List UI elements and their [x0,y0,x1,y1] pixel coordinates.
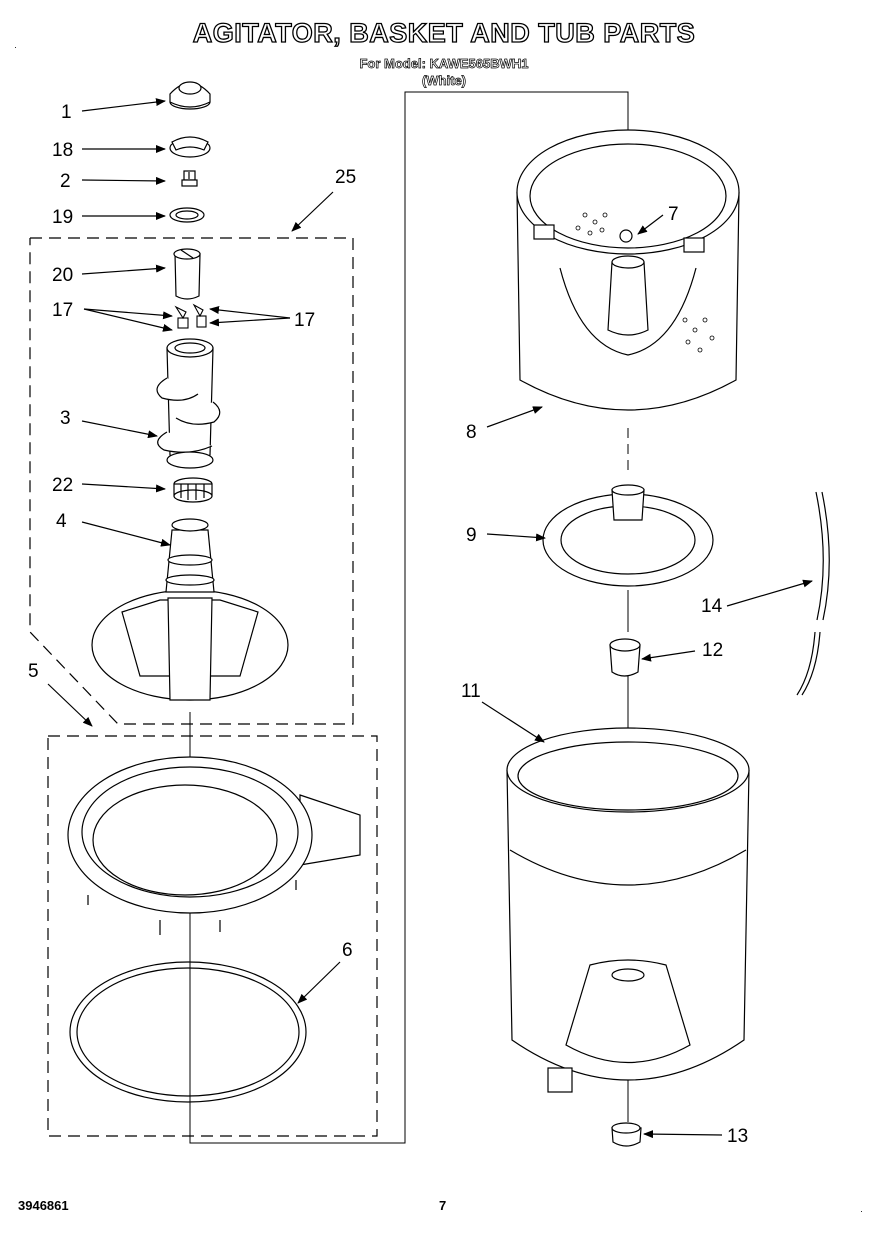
cap-retainer [169,136,211,158]
callout-19: 19 [52,207,73,228]
callout-3: 3 [60,408,71,429]
callout-4: 4 [56,511,67,532]
agitator-auger [156,338,221,469]
color-line: (White) [421,73,467,89]
agitator-base [91,518,289,701]
footer-part-number: 3946861 [18,1198,69,1213]
agitator-bolt [181,170,198,187]
callout-17-right: 17 [294,310,315,331]
leader-arrows [47,98,813,1139]
callout-7: 7 [668,204,679,225]
wash-basket [516,129,740,411]
outer-tub [506,727,750,1093]
callout-6: 6 [342,940,353,961]
callout-1: 1 [61,102,72,123]
callout-5: 5 [28,661,39,682]
callout-22: 22 [52,475,73,496]
shaft-connector-line [189,91,629,1144]
callout-12: 12 [702,640,723,661]
diagram-subtitle: For Model: KAWE565BWH1 (White) [0,56,888,90]
tub-ring [67,756,361,935]
overflow-hose [796,491,830,696]
callout-11: 11 [461,681,481,702]
tub-seal [611,1122,642,1147]
callout-9: 9 [466,525,477,546]
callout-17-left: 17 [52,300,73,321]
agitator-cap [169,81,211,110]
corner-mark-bottom: · [860,1206,863,1216]
tub-spring-ring [69,961,307,1103]
group-box-5 [47,735,378,1137]
callout-8: 8 [466,422,477,443]
callout-2: 2 [60,171,71,192]
callout-13: 13 [727,1126,748,1147]
agitator-dogs [174,303,207,329]
drive-bell [173,477,213,503]
callout-14: 14 [701,596,723,617]
drive-hub [542,484,714,587]
basket-holes [575,212,715,353]
diagram-title: AGITATOR, BASKET AND TUB PARTS [192,17,696,48]
corner-mark-top: · [14,42,17,52]
callout-25: 25 [335,167,356,188]
callout-20: 20 [52,265,73,286]
callout-18: 18 [52,140,73,161]
washer-ring [169,207,205,223]
group-box-25 [29,237,354,725]
agitator-cam [173,248,201,300]
footer-page-number: 7 [439,1198,447,1213]
hub-nut [609,638,641,677]
model-line: For Model: KAWE565BWH1 [359,56,529,72]
